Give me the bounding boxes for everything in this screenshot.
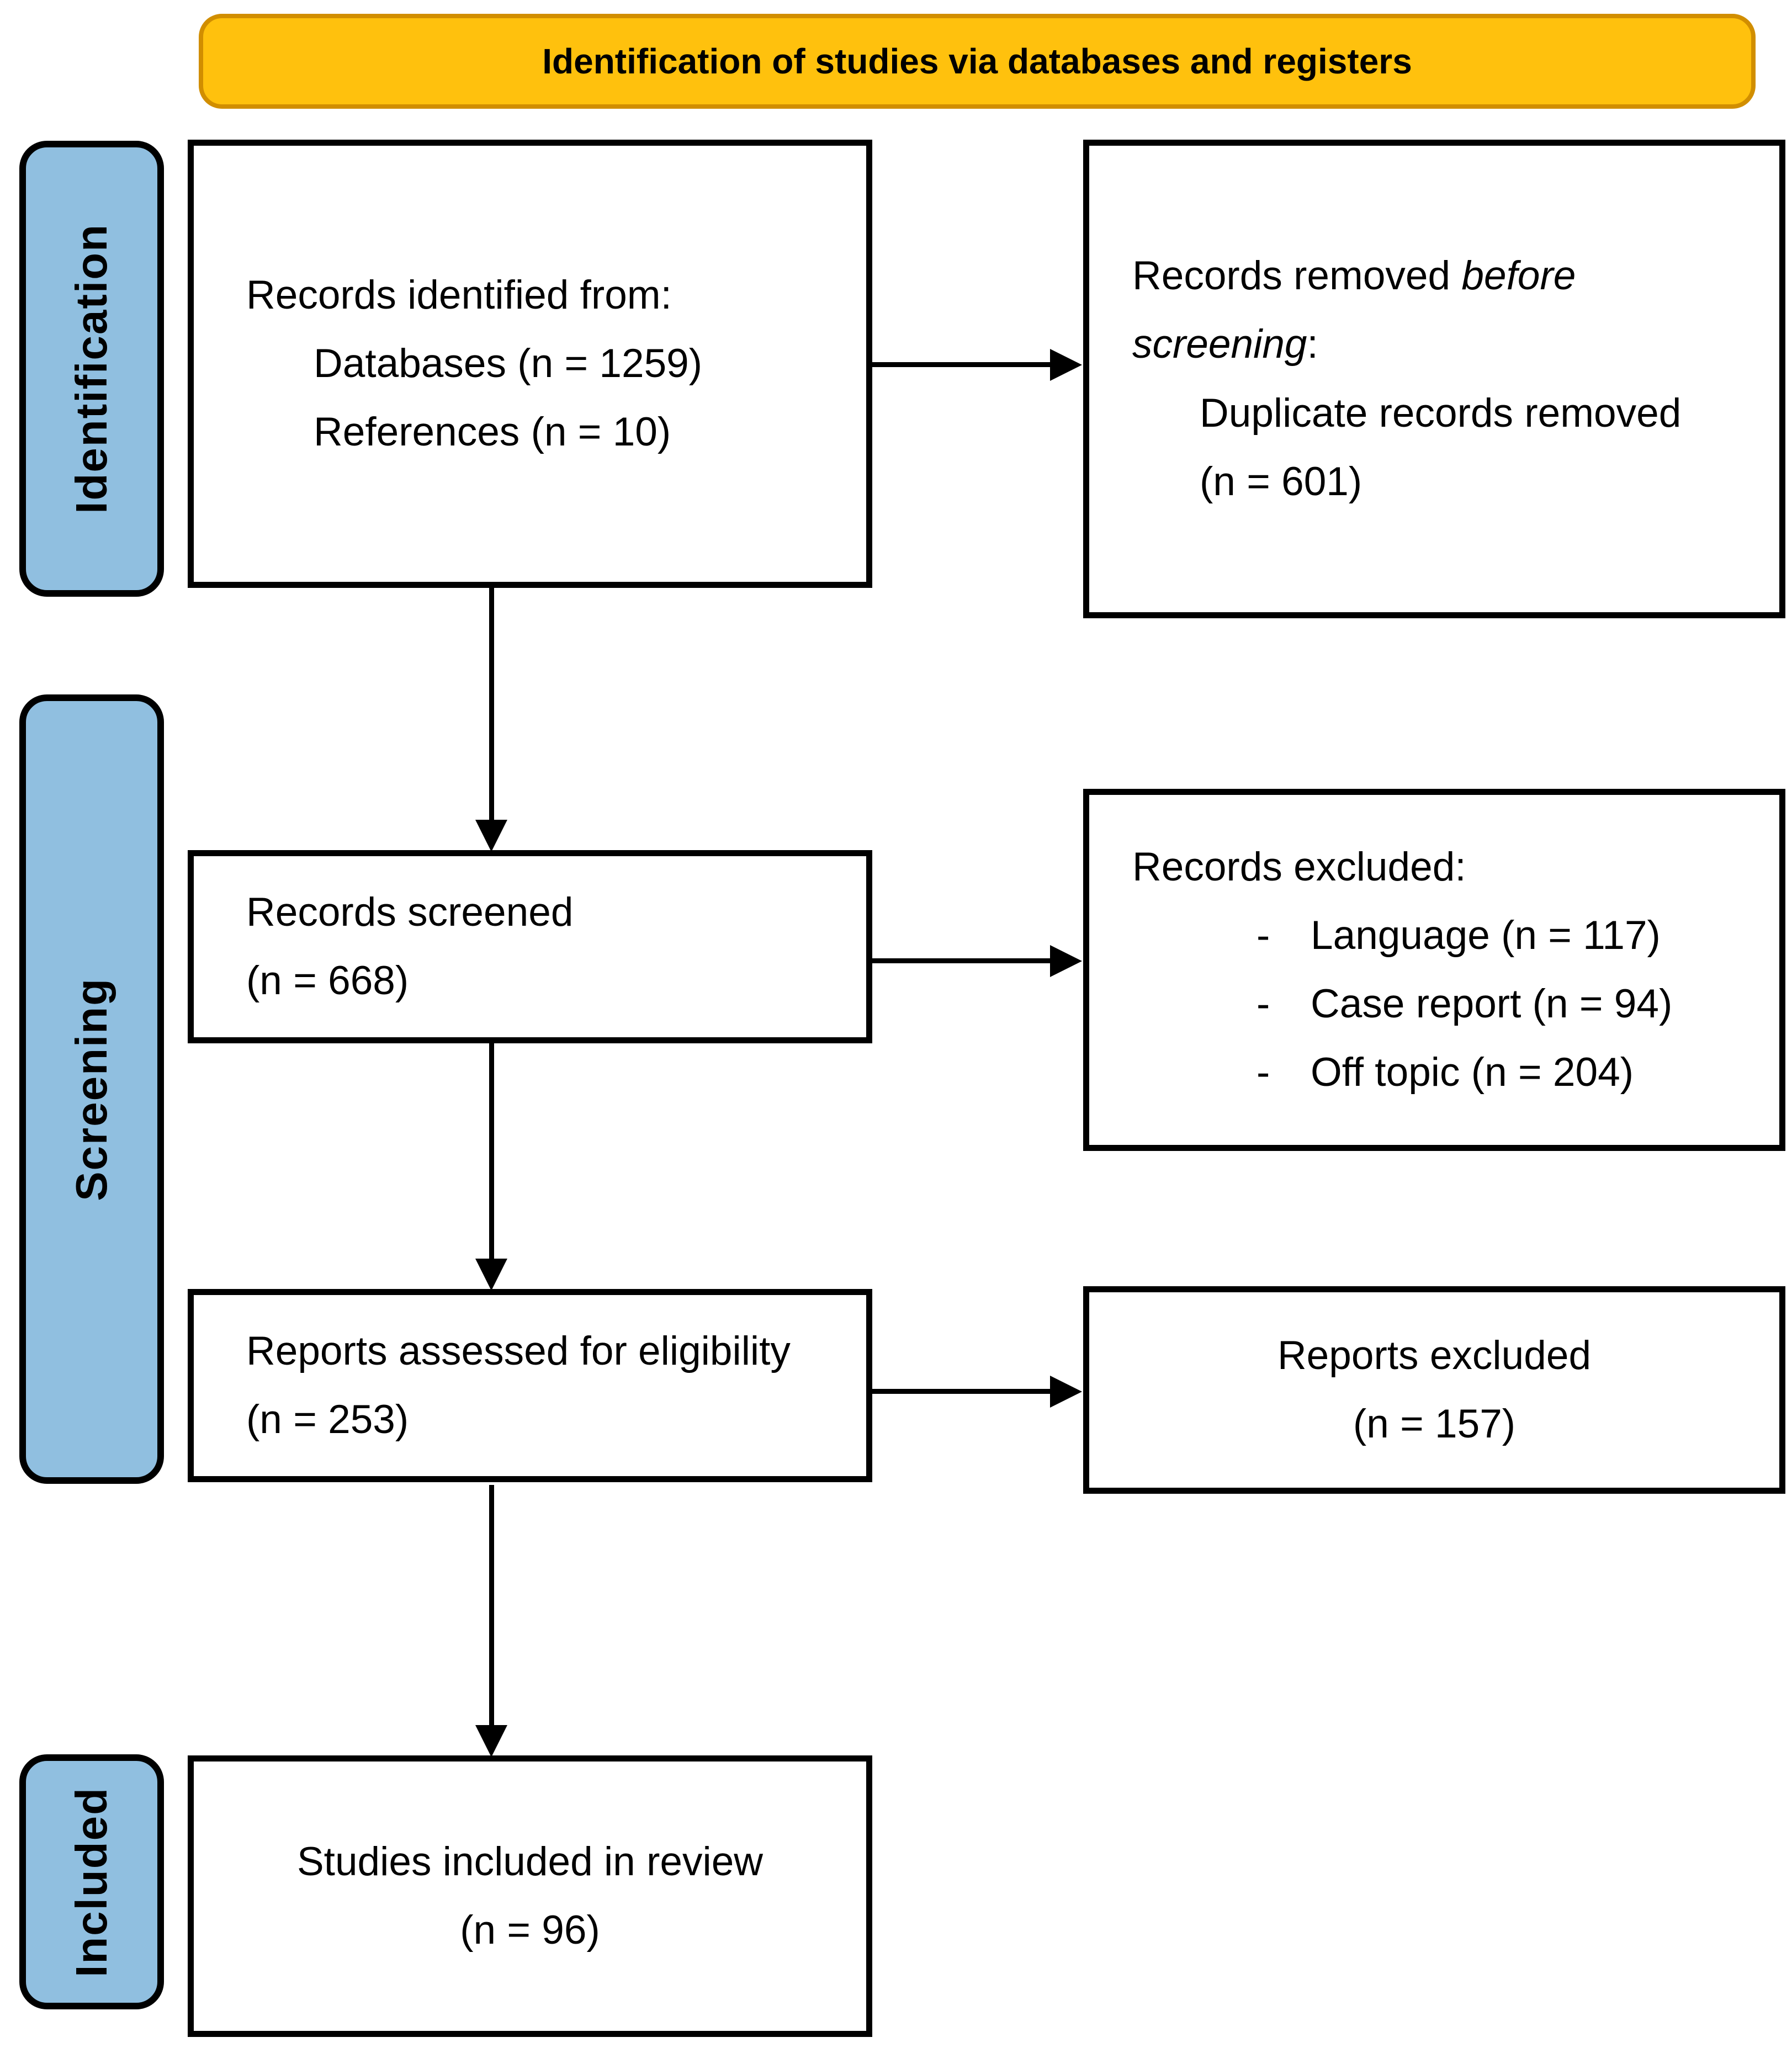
records-removed-emphasis: before screening	[1132, 253, 1576, 367]
box-reports-assessed: Reports assessed for eligibility (n = 25…	[188, 1289, 872, 1482]
reports-excluded-title: Reports excluded	[1277, 1333, 1592, 1378]
bullet-dash: -	[1256, 912, 1270, 958]
box-records-removed: Records removed before screening: Duplic…	[1083, 140, 1785, 618]
title-banner: Identification of studies via databases …	[199, 14, 1756, 109]
stage-label-included: Included	[19, 1754, 164, 2009]
records-removed-duplicates: Duplicate records removed	[1200, 390, 1682, 436]
arrow-right-icon	[1050, 349, 1082, 381]
records-identified-databases: Databases (n = 1259)	[314, 341, 703, 386]
records-screened-count: (n = 668)	[246, 958, 409, 1003]
diagram-title: Identification of studies via databases …	[542, 41, 1412, 81]
box-records-identified: Records identified from: Databases (n = …	[188, 140, 872, 588]
arrow-identified-to-screened-line	[489, 588, 494, 821]
stage-label-identification-text: Identification	[67, 224, 116, 514]
stage-label-identification: Identification	[19, 141, 164, 597]
excluded-reason-language: -Language (n = 117)	[1132, 901, 1757, 970]
studies-included-title: Studies included in review	[296, 1839, 764, 1884]
records-removed-count: (n = 601)	[1200, 459, 1362, 504]
records-excluded-title: Records excluded:	[1132, 844, 1466, 889]
arrow-screened-to-assessed-line	[489, 1043, 494, 1260]
stage-label-screening-text: Screening	[67, 977, 116, 1201]
arrow-assessed-to-included-line	[489, 1485, 494, 1726]
reports-excluded-count: (n = 157)	[1353, 1402, 1516, 1446]
records-identified-references: References (n = 10)	[314, 410, 671, 455]
bullet-dash: -	[1256, 981, 1270, 1026]
arrow-down-icon	[475, 1725, 507, 1757]
arrow-right-icon	[1050, 945, 1082, 977]
excluded-reason-case-report: -Case report (n = 94)	[1132, 970, 1757, 1038]
stage-label-screening: Screening	[19, 694, 164, 1484]
studies-included-count: (n = 96)	[460, 1908, 600, 1953]
stage-label-included-text: Included	[67, 1786, 116, 1977]
arrow-screened-to-excluded-line	[872, 958, 1051, 963]
bullet-dash: -	[1256, 1050, 1270, 1095]
reports-assessed-count: (n = 253)	[246, 1397, 409, 1442]
records-removed-title: Records removed before screening:	[1132, 253, 1576, 367]
records-screened-title: Records screened	[246, 889, 574, 935]
arrow-right-icon	[1050, 1376, 1082, 1408]
reports-assessed-title: Reports assessed for eligibility	[246, 1328, 791, 1373]
excluded-reason-off-topic: -Off topic (n = 204)	[1132, 1038, 1757, 1107]
arrow-down-icon	[475, 820, 507, 852]
arrow-assessed-to-excluded-line	[872, 1389, 1051, 1394]
arrow-identified-to-removed-line	[872, 362, 1051, 367]
box-studies-included: Studies included in review (n = 96)	[188, 1755, 872, 2037]
box-records-excluded: Records excluded: -Language (n = 117) -C…	[1083, 789, 1785, 1151]
box-records-screened: Records screened (n = 668)	[188, 850, 872, 1043]
arrow-down-icon	[475, 1259, 507, 1291]
records-identified-title: Records identified from:	[246, 272, 672, 317]
box-reports-excluded: Reports excluded (n = 157)	[1083, 1286, 1785, 1494]
